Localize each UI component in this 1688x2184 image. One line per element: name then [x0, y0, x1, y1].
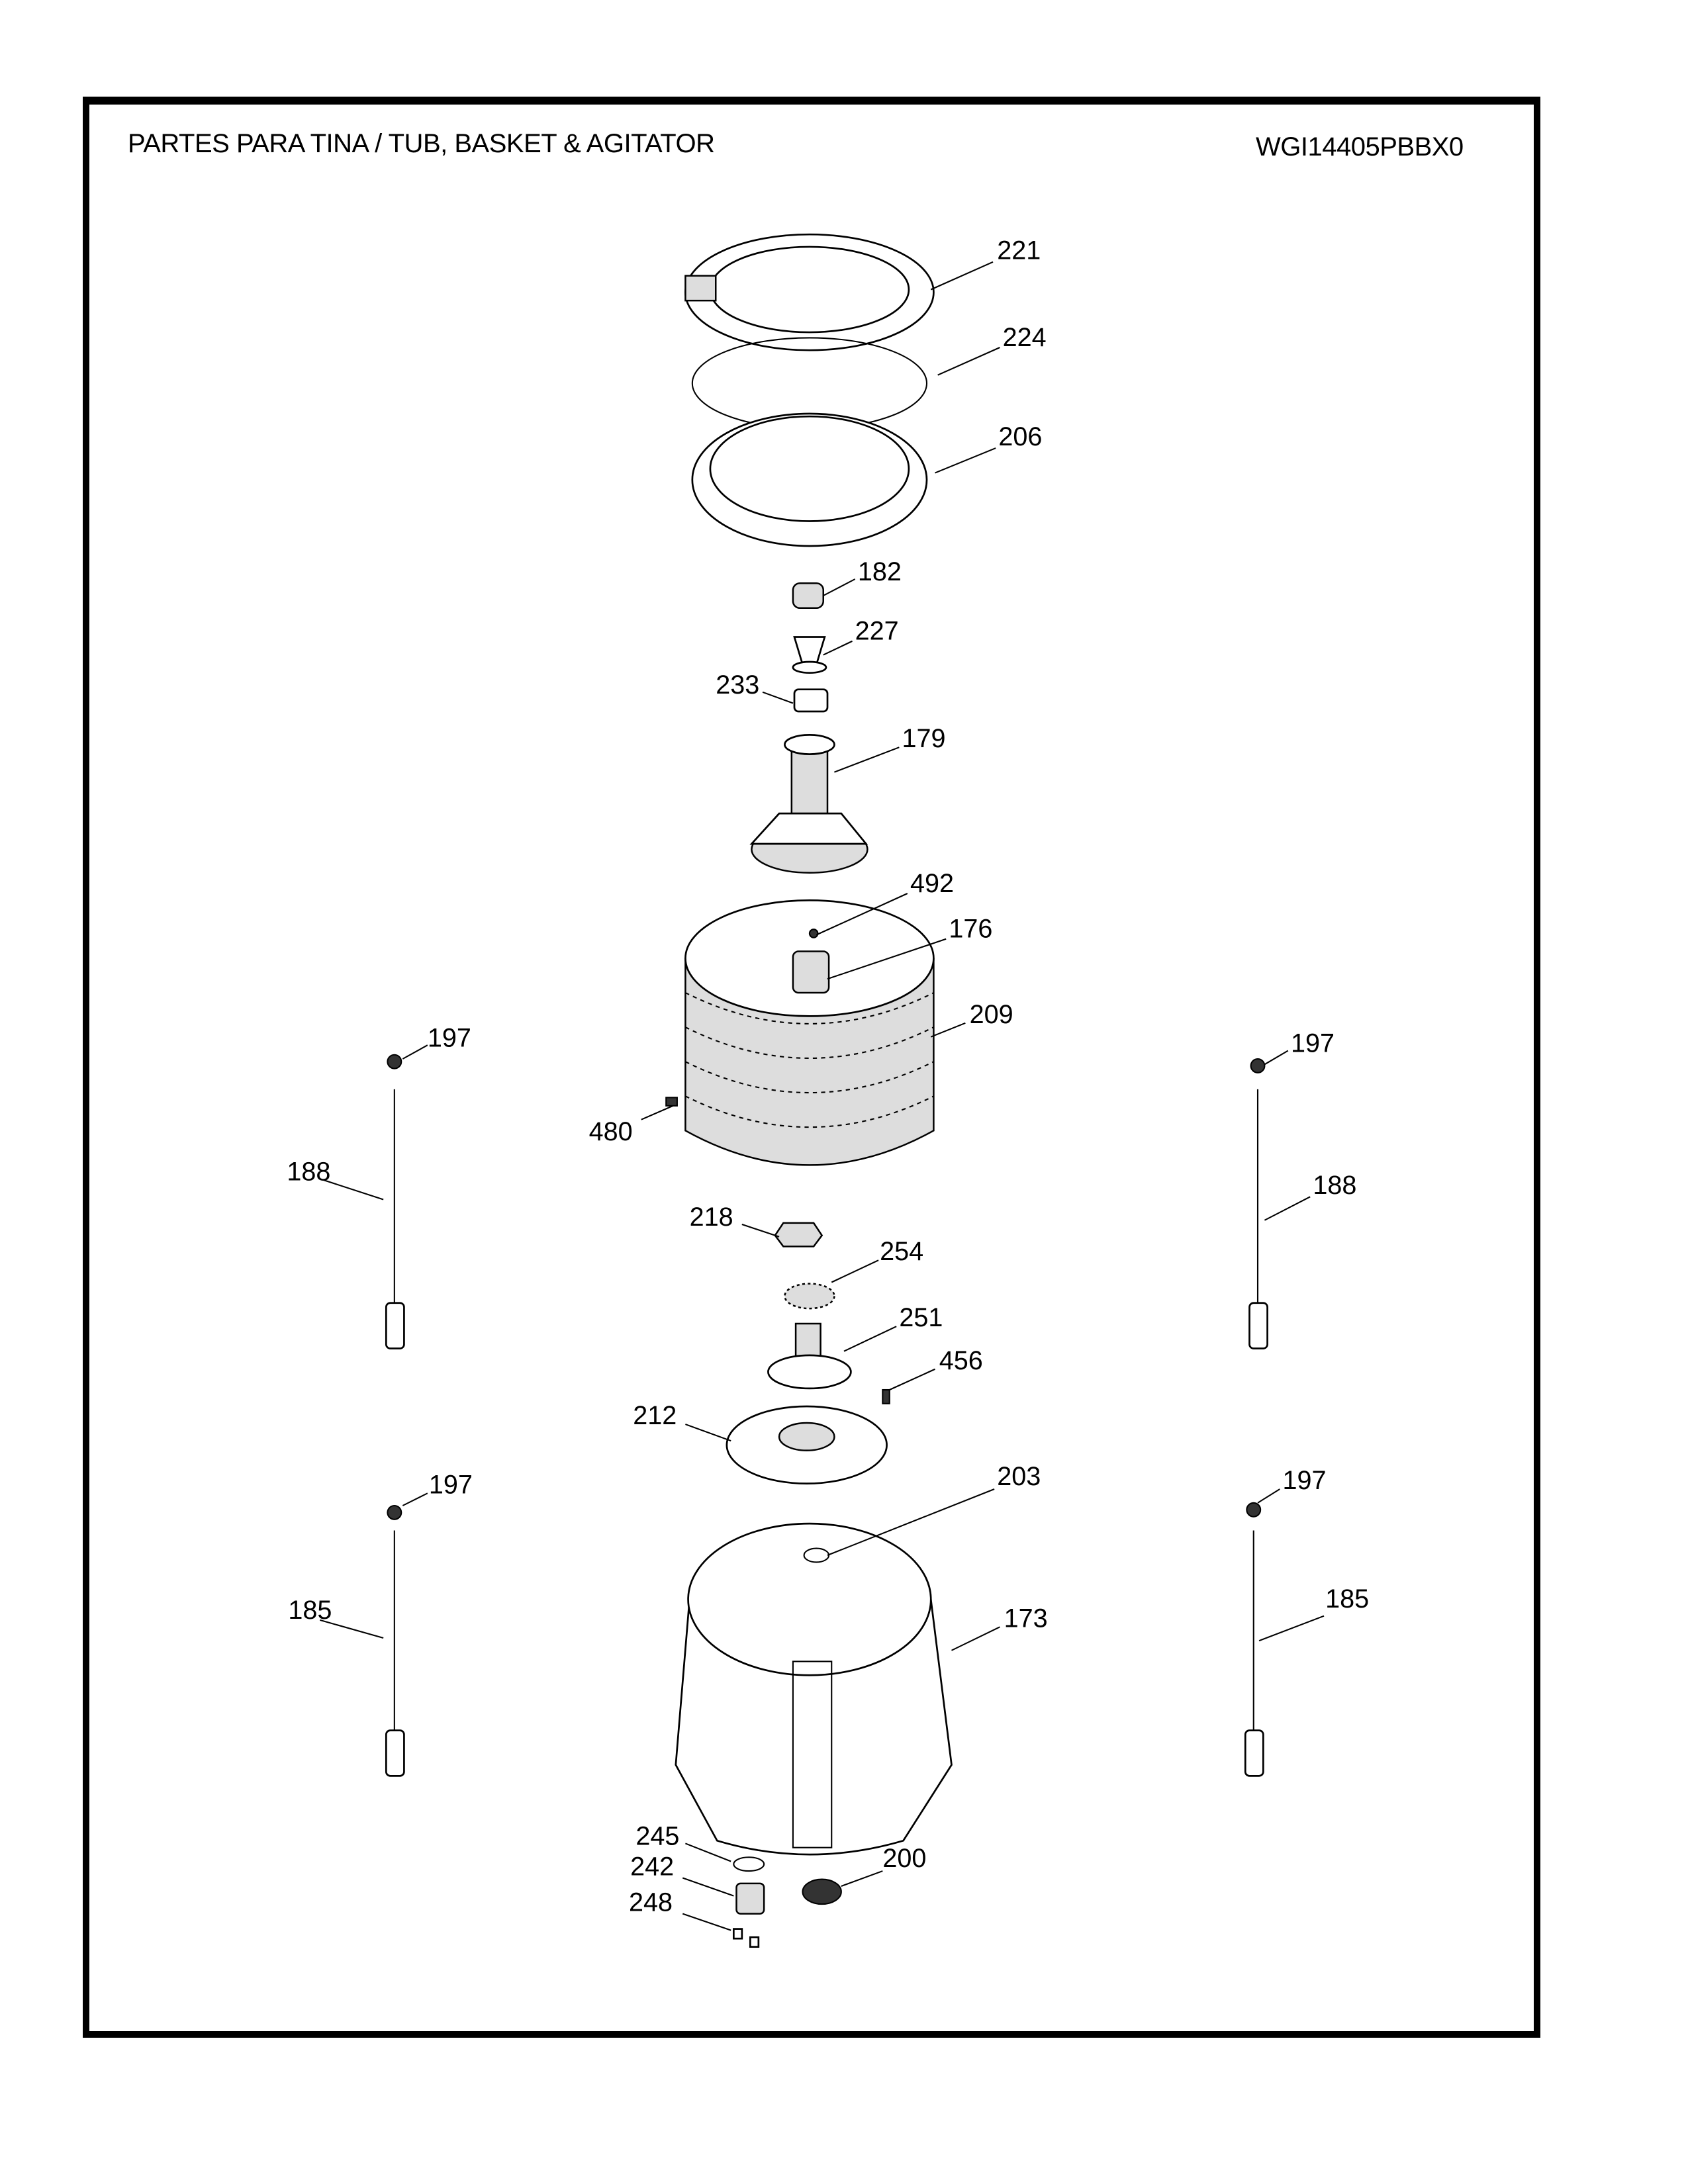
callout-245: 245	[635, 1822, 679, 1851]
part-248-clips	[732, 1928, 760, 1948]
part-182-nut	[792, 582, 825, 610]
part-456-screw	[882, 1388, 890, 1404]
callout-197-lower-right: 197	[1283, 1466, 1327, 1495]
callout-185-right: 185	[1325, 1584, 1369, 1614]
part-480-screw	[665, 1097, 678, 1107]
callout-218: 218	[690, 1203, 733, 1232]
callout-197-lower-left: 197	[429, 1470, 473, 1499]
suspension-rod-188-right	[1248, 1058, 1268, 1349]
callout-188-left: 188	[287, 1157, 330, 1186]
callout-480: 480	[589, 1117, 633, 1146]
callout-212: 212	[633, 1401, 677, 1430]
callout-179: 179	[902, 724, 946, 753]
callout-185-left: 185	[288, 1596, 332, 1625]
suspension-rod-185-left	[385, 1504, 405, 1777]
page-title: PARTES PARA TINA / TUB, BASKET & AGITATO…	[128, 129, 715, 158]
part-221-tub-cover	[684, 233, 935, 351]
diagram-border	[83, 97, 1540, 2038]
callout-206: 206	[998, 422, 1042, 451]
part-242-pump	[735, 1882, 765, 1915]
part-233-ring	[793, 688, 829, 713]
model-number: WGI14405PBBX0	[1256, 132, 1464, 161]
part-176-hub	[792, 950, 830, 994]
callout-456: 456	[939, 1346, 983, 1375]
part-492-plug	[808, 929, 819, 938]
callout-242: 242	[630, 1852, 674, 1881]
part-200-bearing	[802, 1878, 842, 1905]
suspension-rod-185-right	[1244, 1502, 1264, 1777]
part-251-hub	[767, 1322, 852, 1390]
callout-203: 203	[997, 1462, 1041, 1491]
part-173-outer-tub	[675, 1522, 953, 1856]
part-227-cap	[792, 636, 827, 674]
callout-182: 182	[858, 557, 902, 586]
callout-227: 227	[855, 617, 899, 646]
leader-lines	[320, 261, 1325, 1931]
callout-200: 200	[882, 1844, 926, 1873]
callout-188-right: 188	[1313, 1171, 1356, 1200]
callout-251: 251	[899, 1303, 943, 1332]
callout-248: 248	[629, 1888, 673, 1917]
callout-492: 492	[910, 869, 954, 898]
part-218-nut	[774, 1222, 823, 1248]
part-254-gear	[784, 1283, 835, 1310]
callout-176: 176	[949, 915, 992, 944]
callout-197-upper-left: 197	[428, 1023, 471, 1052]
part-206-balance-ring	[691, 412, 928, 547]
callout-209: 209	[970, 1000, 1013, 1029]
callout-254: 254	[880, 1237, 923, 1266]
part-179-agitator	[749, 734, 868, 874]
callout-197-upper-right: 197	[1291, 1029, 1335, 1058]
callout-224: 224	[1003, 323, 1047, 352]
callout-233: 233	[716, 670, 759, 700]
part-212-flange	[726, 1405, 888, 1485]
callout-173: 173	[1004, 1604, 1048, 1633]
suspension-rod-188-left	[385, 1054, 405, 1349]
callout-221: 221	[997, 236, 1041, 265]
part-209-basket	[684, 899, 935, 1166]
part-245-o-ring	[733, 1856, 765, 1872]
